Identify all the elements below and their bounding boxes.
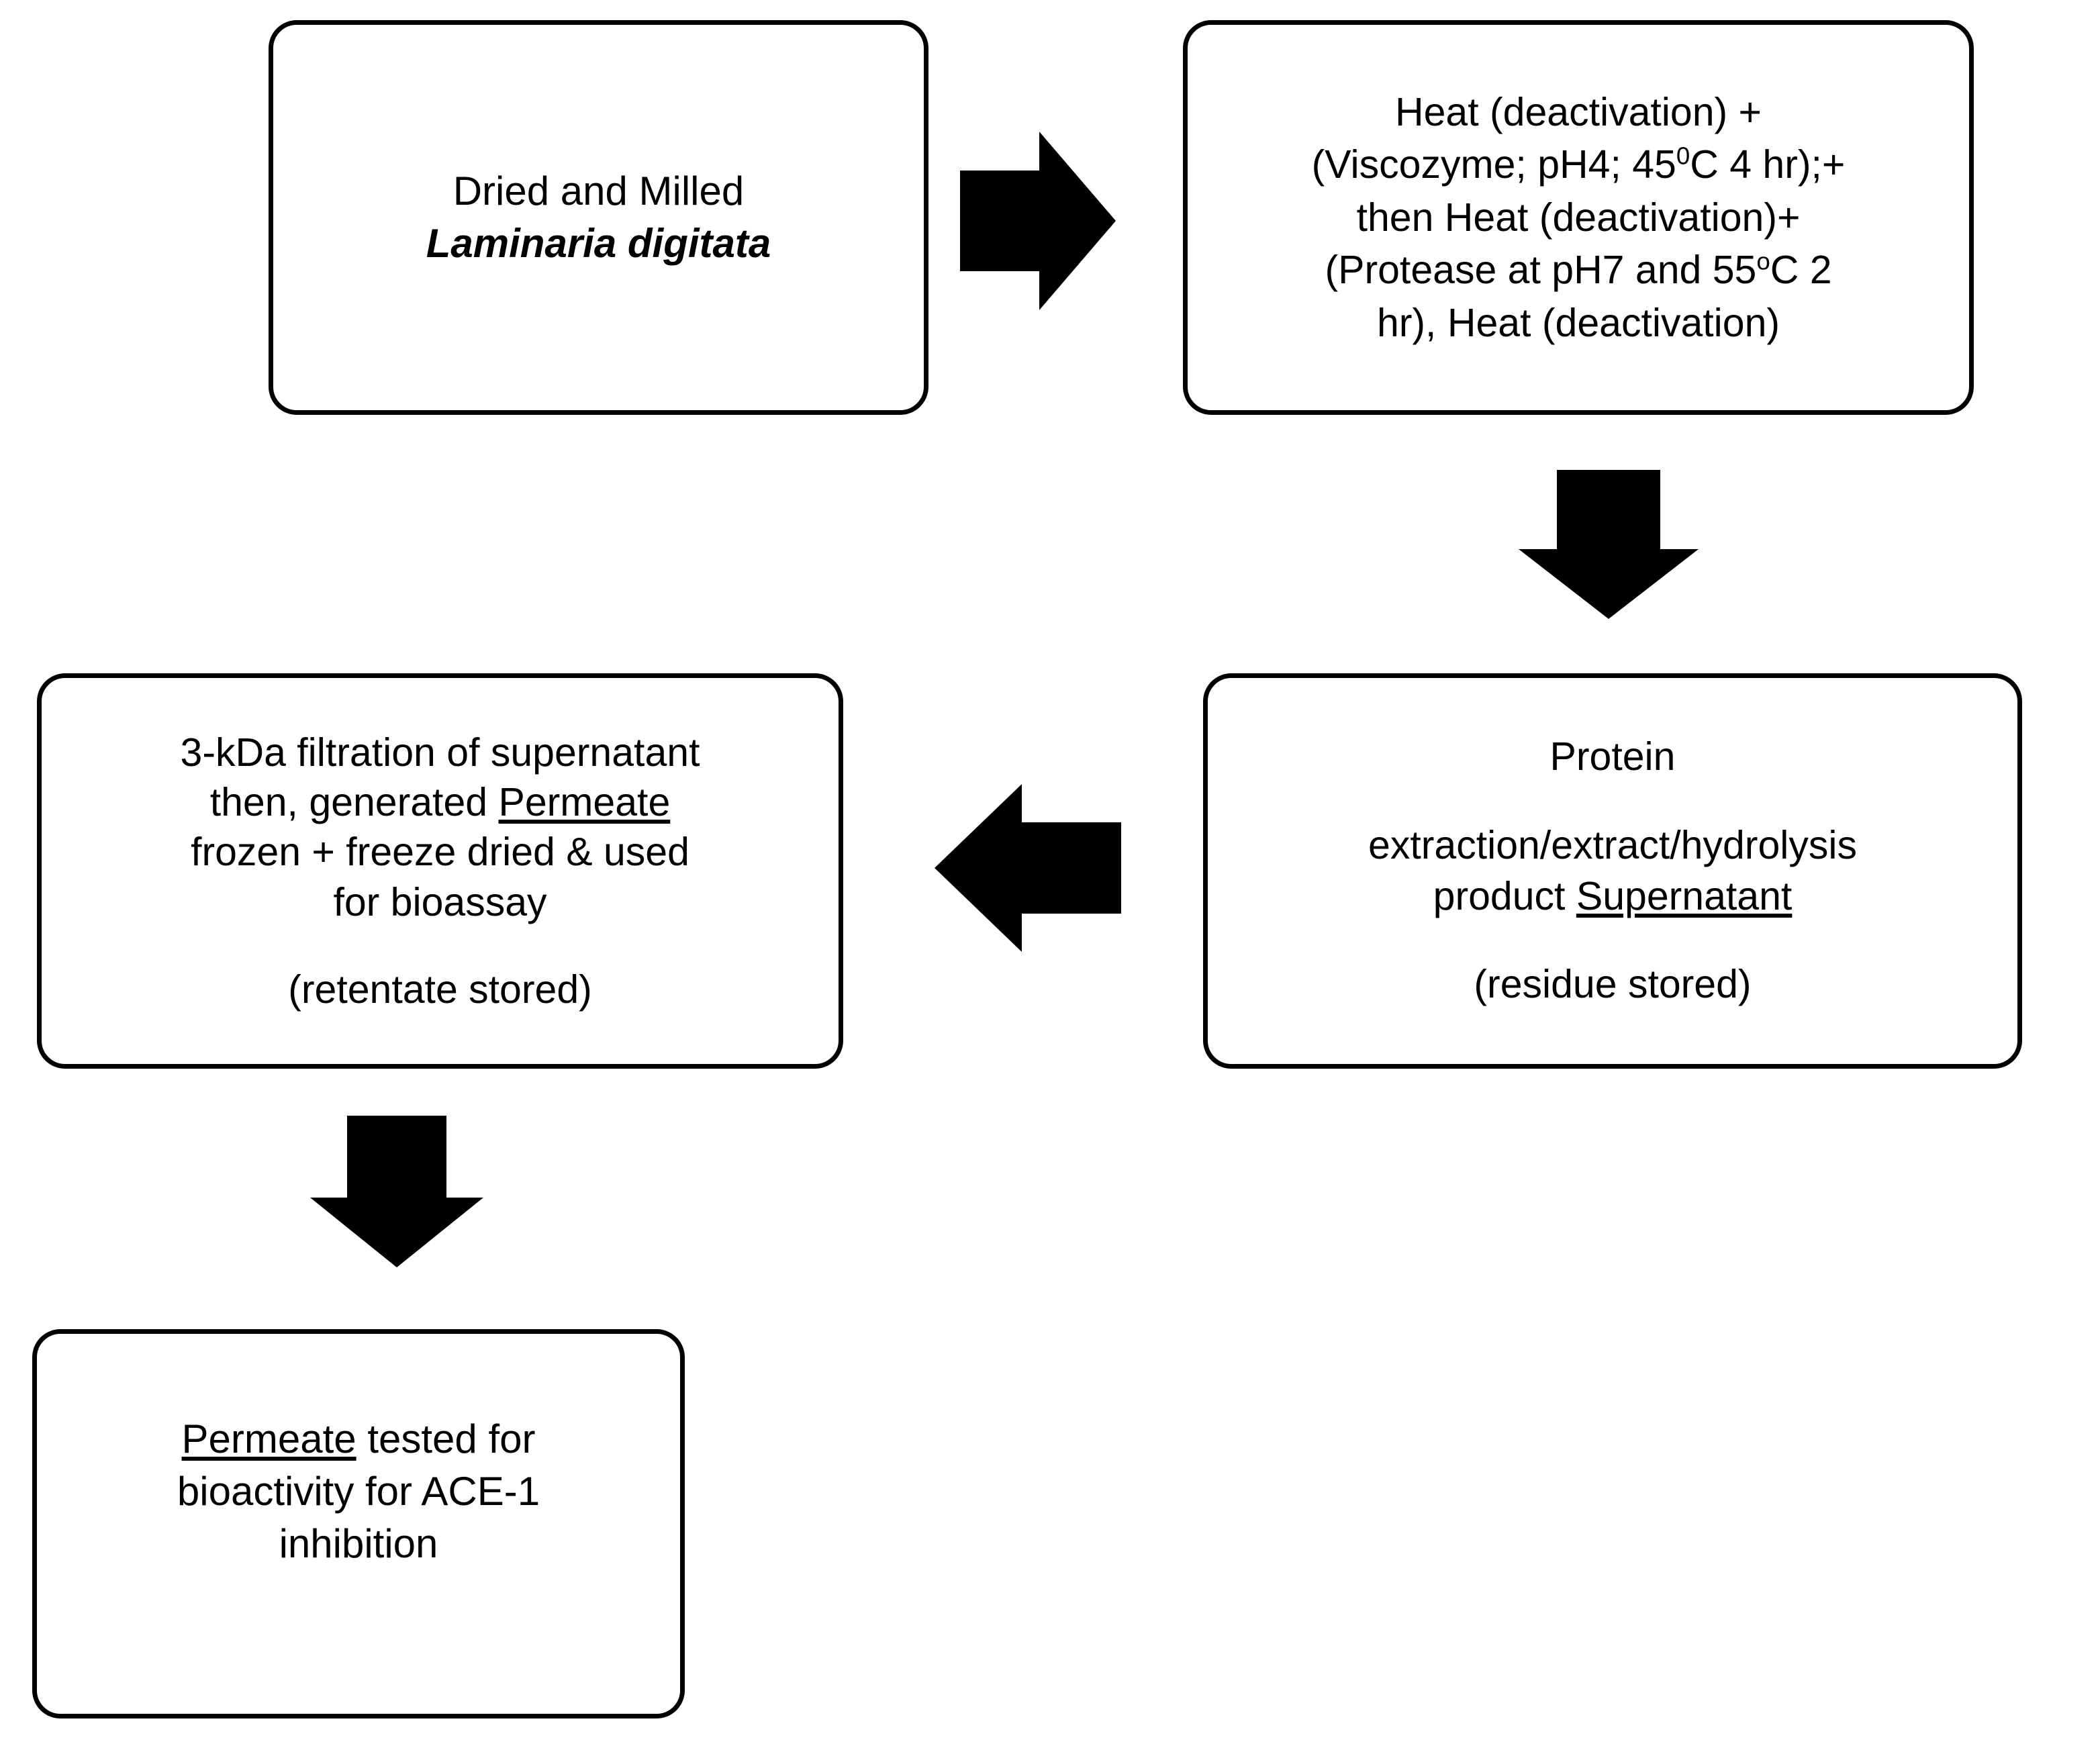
arrow-down-icon-enzyme-to-supernatant [1519,470,1699,619]
node-protein-extraction-supernatant: Protein extraction/extract/hydrolysis pr… [1203,673,2022,1069]
node-filtration-line-4: for bioassay [333,879,547,924]
node-filtration-line-2: then, generated Permeate [210,777,671,827]
node-3-kda-filtration-permeate: 3-kDa filtration of supernatant then, ge… [37,673,843,1069]
node-supernatant-line-3: product Supernatant [1433,871,1793,922]
node-supernatant-line-3-prefix: product [1433,873,1576,918]
node-enzyme-line-5: hr), Heat (deactivation) [1376,300,1780,345]
arrow-down-icon-filtration-to-bioassay [310,1116,483,1267]
arrow-right-icon-source-to-enzyme [960,132,1116,310]
degree-superscript-icon: 0 [1676,142,1690,170]
node-source-line-1: Dried and Milled [452,168,745,213]
node-filtration-line-3: frozen + freeze dried & used [191,830,689,875]
arrow-left-icon-supernatant-to-filtration [935,784,1121,952]
node-dried-milled-seaweed: Dried and Milled Laminaria digitata [269,20,928,415]
node-enzyme-line-1: Heat (deactivation) + [1394,89,1762,134]
node-supernatant-line-4: (residue stored) [1474,962,1752,1007]
node-bioassay-line-2: bioactivity for ACE-1 [177,1469,540,1514]
node-bioassay-line-3: inhibition [279,1521,438,1566]
node-supernatant-line-2: extraction/extract/hydrolysis [1368,822,1857,867]
node-bioassay-line-1: Permeate tested for [182,1413,536,1465]
node-enzyme-line-4-text: (Protease at pH7 and 55 [1325,248,1757,293]
node-filtration-line-5: (retentate stored) [288,967,592,1012]
node-enzyme-line-2: (Viscozyme; pH4; 450C 4 hr);+ [1312,138,1846,191]
node-source-species-name: Laminaria digitata [426,221,771,266]
degree-superscript-icon: o [1756,247,1770,275]
node-enzyme-line-2-text: (Viscozyme; pH4; 45 [1311,142,1676,187]
node-enzyme-line-4: (Protease at pH7 and 55oC 2 [1325,244,1831,296]
node-filtration-line-2-prefix: then, generated [209,779,499,824]
node-enzyme-line-2-tail: C 4 hr);+ [1690,142,1846,187]
node-supernatant-keyword: Supernatant [1576,873,1793,918]
node-permeate-ace1-bioassay: Permeate tested for bioactivity for ACE-… [32,1329,685,1718]
node-enzyme-line-4-tail: C 2 [1770,248,1832,293]
node-filtration-keyword: Permeate [498,779,671,824]
node-filtration-line-1: 3-kDa filtration of supernatant [180,730,700,775]
node-enzymatic-hydrolysis-step: Heat (deactivation) + (Viscozyme; pH4; 4… [1183,20,1974,415]
node-enzyme-line-3: then Heat (deactivation)+ [1356,195,1801,240]
node-supernatant-line-1: Protein [1549,734,1676,779]
node-bioassay-keyword: Permeate [181,1416,356,1461]
node-bioassay-line-1-tail: tested for [356,1416,536,1461]
